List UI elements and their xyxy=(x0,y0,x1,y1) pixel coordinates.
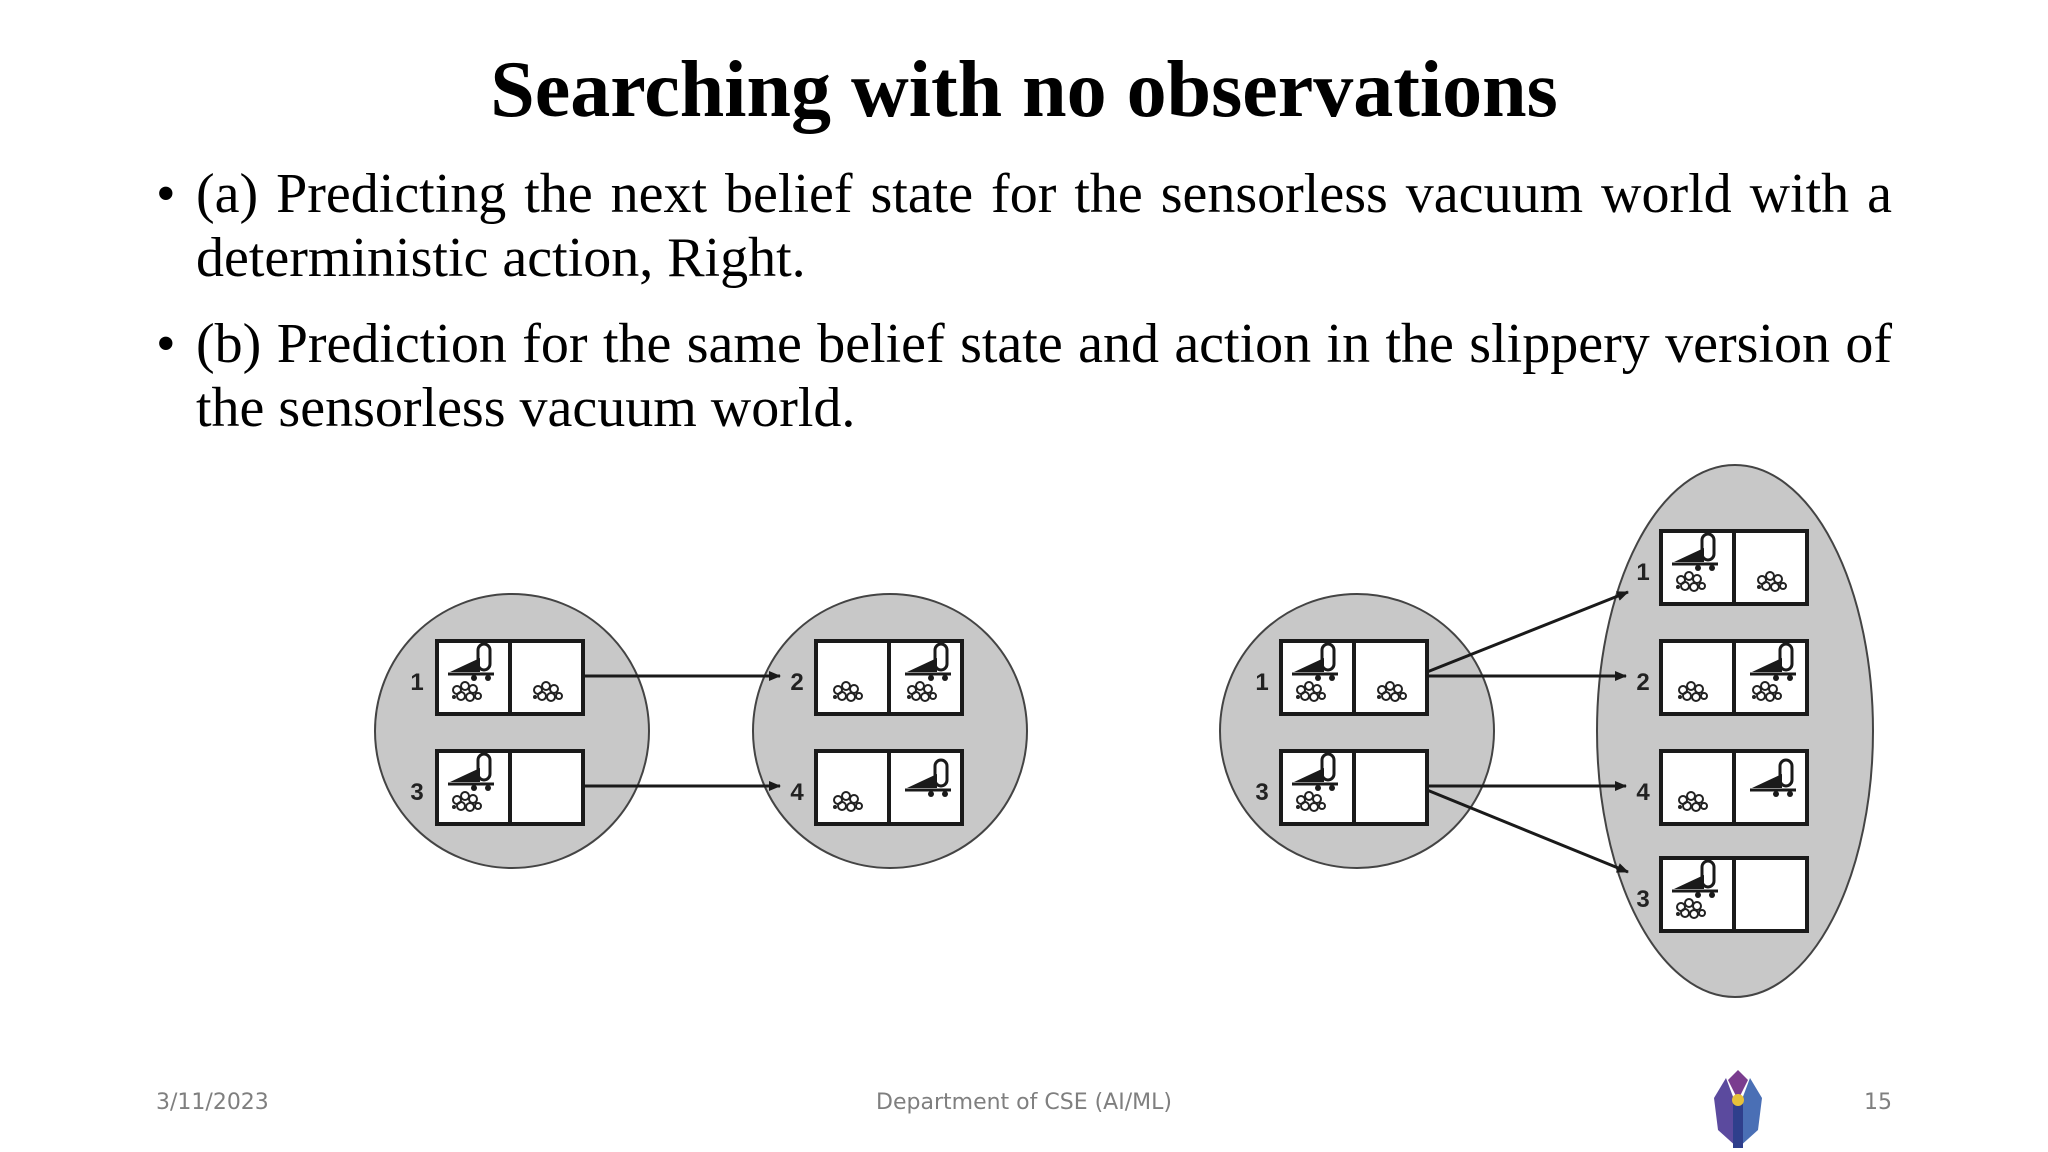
bullet-item: • (b) Prediction for the same belief sta… xyxy=(152,312,1892,440)
bullet-item: • (a) Predicting the next belief state f… xyxy=(152,162,1892,290)
state-number-label: 3 xyxy=(1255,779,1268,806)
world-state-box xyxy=(435,749,585,826)
transition-arrow xyxy=(1426,590,1629,674)
world-state-box xyxy=(1279,639,1429,716)
state-number-label: 4 xyxy=(1636,779,1650,806)
state-number-label: 1 xyxy=(410,669,423,696)
state-number-label: 1 xyxy=(1255,669,1268,696)
state-number-label: 2 xyxy=(790,669,803,696)
world-state-box xyxy=(1659,639,1809,716)
bullet-text: (a) Predicting the next belief state for… xyxy=(196,163,1892,289)
state-number-label: 1 xyxy=(1636,559,1649,586)
state-number-label: 3 xyxy=(1636,886,1649,913)
footer-department: Department of CSE (AI/ML) xyxy=(876,1090,1172,1115)
bullet-dot: • xyxy=(156,163,176,225)
state-number-label: 3 xyxy=(410,779,423,806)
belief-state-ellipse xyxy=(1219,593,1495,869)
belief-state-ellipse xyxy=(374,593,650,869)
state-number-label: 4 xyxy=(790,779,804,806)
slide-title: Searching with no observations xyxy=(490,46,1558,134)
transition-arrow xyxy=(1426,788,1629,874)
world-state-box xyxy=(1659,529,1809,606)
world-state-box xyxy=(814,639,964,716)
bullet-dot: • xyxy=(156,313,176,375)
belief-state-ellipse xyxy=(752,593,1028,869)
bullet-text: (b) Prediction for the same belief state… xyxy=(196,313,1892,439)
world-state-box xyxy=(1659,749,1809,826)
world-state-box xyxy=(1659,856,1809,933)
diagram-a: 1 3 2 4 xyxy=(374,593,1028,869)
state-number-label: 2 xyxy=(1636,669,1649,696)
world-state-box xyxy=(1279,749,1429,826)
footer-page-number: 15 xyxy=(1864,1090,1892,1115)
college-logo-icon xyxy=(1714,1070,1762,1148)
world-state-box xyxy=(814,749,964,826)
bullet-list: • (a) Predicting the next belief state f… xyxy=(152,162,1892,462)
footer-date: 3/11/2023 xyxy=(156,1090,269,1115)
world-state-box xyxy=(435,639,585,716)
diagram-b: 1 3 1 2 xyxy=(1219,464,1874,998)
